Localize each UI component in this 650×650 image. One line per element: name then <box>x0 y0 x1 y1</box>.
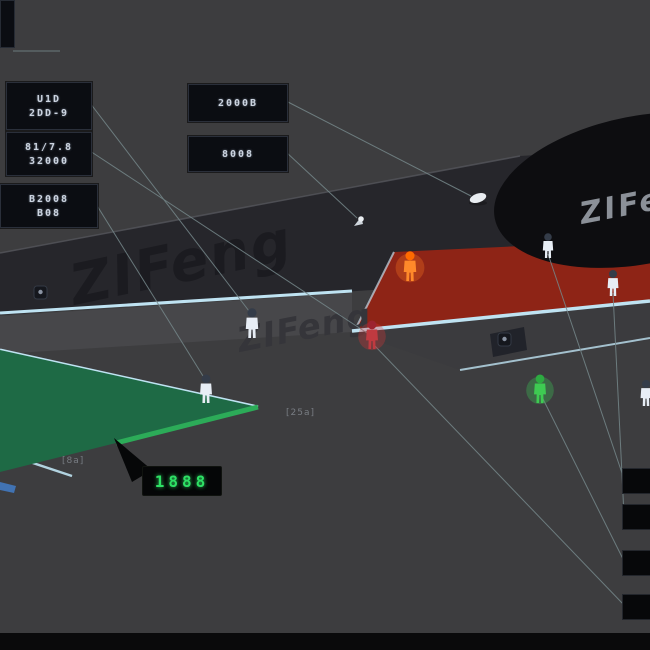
player-body <box>534 383 546 403</box>
player-head <box>201 374 211 384</box>
callout-text: 2DD-9 <box>28 107 70 119</box>
led-value: 1888 <box>154 471 210 491</box>
player-body <box>245 317 259 338</box>
callout-box-d[interactable]: 2000B <box>188 84 288 122</box>
red-zone-left-line <box>354 251 395 331</box>
player-body <box>542 241 554 258</box>
stadium-curve <box>494 112 650 268</box>
leader-line <box>285 151 358 219</box>
leader-line <box>541 396 625 562</box>
player-body <box>640 388 650 406</box>
court-line <box>351 299 650 333</box>
corner-cut-box[interactable] <box>0 0 15 48</box>
player-head <box>535 374 545 384</box>
edge-box-3[interactable] <box>622 550 650 576</box>
callout-text: U1D <box>36 93 62 105</box>
player-2[interactable] <box>200 374 212 403</box>
mid-band <box>0 293 352 354</box>
player-red[interactable] <box>358 320 386 351</box>
player-head <box>247 308 257 318</box>
player-body <box>200 383 212 403</box>
leader-line <box>373 344 625 606</box>
leader-line <box>547 253 625 480</box>
edge-box-1[interactable] <box>622 468 650 494</box>
player-head <box>609 269 617 278</box>
leader-line <box>95 203 204 377</box>
player-green[interactable] <box>526 374 554 405</box>
lock-icon <box>502 336 507 342</box>
green-strip <box>115 404 259 446</box>
player-body <box>403 260 417 281</box>
callout-text: 8008 <box>221 148 255 160</box>
leader-line <box>89 102 250 312</box>
player-head <box>367 320 377 330</box>
lock-icon <box>38 289 43 295</box>
shuttle-body <box>469 192 487 204</box>
player-body <box>607 278 619 296</box>
leader-line <box>89 150 368 334</box>
edge-box-2[interactable] <box>622 504 650 530</box>
distance-label-left: [8a] <box>62 456 85 466</box>
player-head <box>405 251 415 261</box>
player-orange[interactable] <box>395 251 425 283</box>
player-5[interactable] <box>640 379 650 406</box>
blue-corner-marker <box>0 482 16 493</box>
court-line <box>459 337 650 371</box>
leader-line <box>285 100 472 197</box>
player-body <box>366 329 378 349</box>
callout-text: B2008 <box>28 193 70 205</box>
callout-text: B08 <box>36 207 62 219</box>
callout-text: 2000B <box>217 97 259 109</box>
callout-box-a[interactable]: U1D 2DD-9 <box>6 82 92 130</box>
callout-text: 81/7.8 <box>24 141 74 153</box>
player-3[interactable] <box>542 233 554 258</box>
callout-text: 32000 <box>28 155 70 167</box>
distance-label-mid: [25a] <box>286 408 315 418</box>
player-head <box>642 379 650 388</box>
court-line <box>0 289 353 315</box>
player-4[interactable] <box>607 269 619 296</box>
edge-box-4[interactable] <box>622 594 650 620</box>
shuttlecock-1[interactable] <box>469 191 488 206</box>
track-top-edge <box>0 155 521 254</box>
marker-chip-right[interactable] <box>497 332 512 347</box>
player-head <box>544 233 552 241</box>
shuttle-head <box>358 216 364 222</box>
callout-box-b[interactable]: 81/7.8 32000 <box>6 132 92 176</box>
marker-chip-left[interactable] <box>33 285 48 300</box>
led-display[interactable]: 1888 <box>142 466 222 496</box>
shuttlecock-2[interactable] <box>354 216 364 226</box>
green-zone[interactable] <box>0 350 258 472</box>
callout-box-e[interactable]: 8008 <box>188 136 288 172</box>
callout-box-c[interactable]: B2008 B08 <box>0 184 98 228</box>
leader-lines <box>13 50 625 606</box>
bottom-bar <box>0 633 650 650</box>
player-1[interactable] <box>245 308 259 338</box>
